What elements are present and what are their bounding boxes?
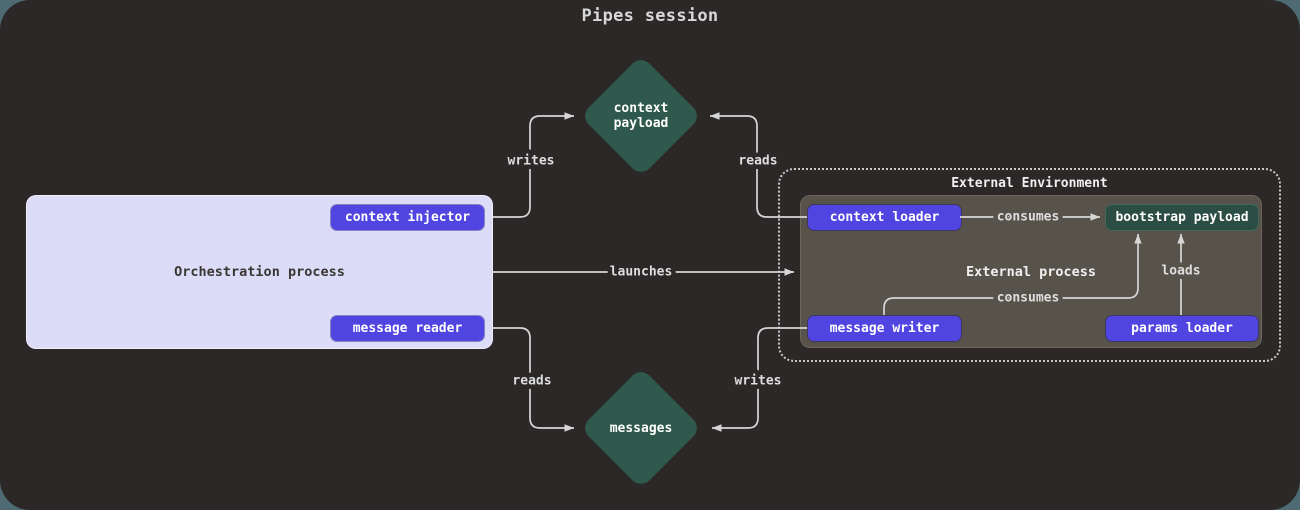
external-environment-cluster: External Environment xyxy=(778,168,1281,362)
context-payload-text: context payload xyxy=(613,101,669,131)
context-injector-node: context injector xyxy=(331,205,484,230)
messages-node: messages xyxy=(580,367,702,489)
context-payload-node: context payload xyxy=(580,55,702,177)
external-process-node: External process context loader bootstra… xyxy=(800,195,1262,348)
edge-label-reads-top: reads xyxy=(738,154,777,169)
messages-text: messages xyxy=(609,420,673,436)
messages-label: messages xyxy=(598,385,684,471)
edge-reader-reads xyxy=(493,327,575,432)
orchestration-process-node: Orchestration process context injector m… xyxy=(26,195,493,349)
diagram-title: Pipes session xyxy=(581,6,719,26)
bootstrap-payload-node: bootstrap payload xyxy=(1106,205,1258,230)
edge-injector-writes xyxy=(493,112,575,218)
message-writer-node: message writer xyxy=(808,316,961,341)
orchestration-process-label: Orchestration process xyxy=(174,264,345,280)
edge-label-reads-bottom: reads xyxy=(512,374,551,389)
context-payload-label: context payload xyxy=(598,73,684,159)
context-loader-node: context loader xyxy=(808,205,961,230)
edge-label-launches: launches xyxy=(610,265,673,280)
edge-label-writes-bottom: writes xyxy=(735,374,782,389)
edge-label-writes-top: writes xyxy=(508,154,555,169)
external-environment-label: External Environment xyxy=(951,176,1108,191)
params-loader-node: params loader xyxy=(1106,316,1258,341)
message-reader-node: message reader xyxy=(331,316,484,341)
